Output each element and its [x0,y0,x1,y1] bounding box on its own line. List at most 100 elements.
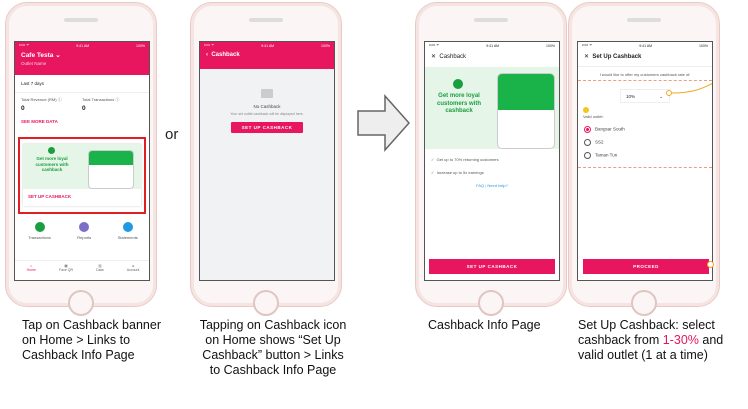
home-button [253,290,279,316]
screen-title: Cashback [211,52,240,58]
close-icon[interactable]: ✕ [584,54,590,60]
home-screen: ••••• ᯤ 9:41 AM 100% Cafe Testa ⌄ Outlet N… [14,41,150,281]
speaker [249,18,283,22]
cashback-banner[interactable]: Get more loyal customers with cashback S… [23,144,141,206]
faq-link[interactable]: FAQ [476,183,485,188]
shortcut-label: Statements [117,235,138,240]
car-icon [34,222,45,232]
time: 9:41 AM [639,43,653,48]
qr-icon: ▦ [64,264,68,268]
outlet-option-ss2[interactable]: SS2 [578,133,712,146]
chevron-down-icon: ⌄ [659,94,663,99]
phone-illustration [88,150,134,189]
wallet-icon [453,79,463,89]
back-icon[interactable]: ‹ [206,52,208,58]
tab-label: Fave QR [59,268,74,272]
report-icon [79,222,90,232]
speaker [64,18,98,22]
see-more-data-link[interactable]: SEE MORE DATA [21,119,58,124]
screen-title: Cashback [439,54,467,60]
tab-home[interactable]: ⌂Home [26,264,36,280]
tab-label: Data [96,268,104,272]
phone-setup-cashback: ••••• ᯤ 9:41 AM 100% ✕ Set Up Cashback I w… [568,2,720,316]
info-icon[interactable]: ⓘ [57,97,62,102]
battery: 100% [321,43,330,48]
chevron-down-icon: ⌄ [55,52,61,59]
benefit-item: ✓ Get up to 70% returning customers [425,149,559,162]
annotation-dot [583,107,589,113]
annotation-marker [707,261,714,268]
speaker [474,18,508,22]
highlight-box [18,137,146,214]
set-up-cashback-link[interactable]: SET UP CASHBACK [28,194,72,199]
outlet-label: Bangsar South [595,126,625,132]
shortcut-transactions[interactable]: Transactions [28,222,51,240]
battery: 100% [546,43,555,48]
empty-title: No Cashback [253,104,281,109]
phone-home: ••••• ᯤ 9:41 AM 100% Cafe Testa ⌄ Outlet N… [5,2,157,316]
caption-info-page: Cashback Info Page [428,318,541,332]
rate-select[interactable]: 10%⌄ [620,82,712,103]
cashback-empty-screen: ••••• ᯤ 9:41 AM 100% ‹ Cashback No Cashbac… [199,41,335,281]
rate-prompt: I would like to offer my customers cashb… [578,67,712,81]
merchant-selector[interactable]: Cafe Testa ⌄ [15,49,149,61]
hero-banner: Get more loyal customers with cashback [425,67,559,149]
need-help-link[interactable]: Need help? [487,183,508,188]
shortcut-label: Reports [77,235,92,240]
caption-home: Tap on Cashback banner on Home > Links t… [22,318,161,362]
merchant-name: Cafe Testa [21,52,54,59]
check-icon: ✓ [431,157,435,162]
wallet-icon [261,89,273,98]
hero-text: Get more loyal customers with cashback [436,93,481,114]
battery: 100% [699,43,708,48]
outlet-name: Outlet Name [21,61,47,66]
time: 9:41 AM [261,43,275,48]
signal: ••••• ᯤ [582,43,593,47]
outlet-option-taman-tun[interactable]: Taman Tun [578,146,712,168]
shortcut-label: Transactions [28,235,51,240]
tab-account[interactable]: ●Account [127,264,140,280]
outlet-label: Taman Tun [595,152,618,158]
tab-label: Home [26,268,36,272]
valid-outlet-label: Valid outlet: [583,114,604,119]
home-button [631,290,657,316]
close-icon[interactable]: ✕ [431,54,437,60]
phone-cashback-empty: ••••• ᯤ 9:41 AM 100% ‹ Cashback No Cashbac… [190,2,342,316]
set-up-cashback-button[interactable]: SET UP CASHBACK [429,259,555,274]
signal: ••••• ᯤ [204,43,215,47]
wallet-icon [48,147,55,154]
outlet-option-bangsar-south[interactable]: Bangsar South [578,120,712,133]
annotation-connector [666,82,712,96]
info-icon[interactable]: ⓘ [115,97,120,102]
proceed-button[interactable]: PROCEED [583,259,709,274]
speaker [627,18,661,22]
shortcut-statements[interactable]: Statements [118,222,138,240]
caption-cashback-icon: Tapping on Cashback icon on Home shows “… [199,318,347,377]
benefit-text: Get up to 70% returning customers [436,157,499,162]
dollar-icon [122,222,133,232]
caption-text: Set Up Cashback: select cashback from [578,318,715,347]
home-icon: ⌂ [30,264,33,268]
person-icon: ● [132,264,135,268]
tab-fave-qr[interactable]: ▦Fave QR [59,264,74,280]
transactions-label: Total Transactions [82,97,115,102]
empty-text: Your set outlet cashback will be display… [230,112,304,116]
signal: ••••• ᯤ [429,43,440,47]
shortcut-reports[interactable]: Reports [77,222,91,240]
screen-title: Set Up Cashback [592,54,642,60]
tab-data[interactable]: ▥Data [96,264,104,280]
home-button [68,290,94,316]
revenue-value: 0 [21,105,25,112]
time: 9:41 AM [76,43,90,48]
outlet-label: SS2 [595,139,604,145]
period-label: Last 7 days [15,75,149,93]
signal: ••••• ᯤ [19,43,30,47]
phone-illustration [497,73,555,149]
bar-chart-icon: ▥ [98,264,102,268]
radio-unselected [584,152,591,159]
set-up-cashback-button[interactable]: SET UP CASHBACK [231,122,303,133]
caption-highlight: 1-30% [662,333,699,347]
battery: 100% [136,43,145,48]
